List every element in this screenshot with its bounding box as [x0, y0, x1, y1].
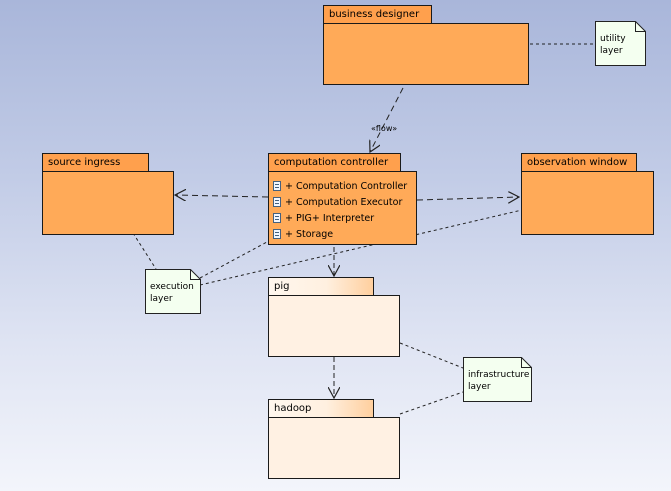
class-icon — [273, 181, 281, 191]
note-line: infrastructure — [468, 370, 530, 380]
member-name: Storage — [295, 228, 334, 240]
note-line: layer — [150, 294, 173, 304]
member-list: + Computation Controller + Computation E… — [273, 178, 407, 242]
class-icon — [273, 197, 281, 207]
member-visibility: + — [285, 180, 293, 192]
package-tab-label: computation controller — [268, 153, 401, 171]
dependency-controller-source-ingress[interactable] — [175, 195, 269, 197]
note-line: layer — [600, 46, 623, 56]
member-item[interactable]: + PIG+ Interpreter — [273, 210, 407, 226]
class-icon — [273, 213, 281, 223]
package-body — [42, 171, 174, 235]
note-text: execution layer — [150, 281, 230, 305]
note-anchor-execution-observation — [199, 209, 523, 286]
package-tab-label: observation window — [521, 153, 637, 171]
note-anchor-execution-source — [132, 232, 157, 270]
note-line: utility — [600, 34, 626, 44]
package-source-ingress[interactable]: source ingress — [42, 153, 174, 235]
package-pig[interactable]: pig — [268, 277, 400, 357]
note-text: utility layer — [600, 33, 671, 57]
member-name: Computation Executor — [295, 196, 403, 208]
member-name: Computation Controller — [295, 180, 408, 192]
package-body — [323, 23, 529, 85]
note-line: layer — [468, 382, 491, 392]
note-shape — [463, 357, 532, 402]
package-computation-controller[interactable]: computation controller + Computation Con… — [268, 153, 417, 245]
class-icon — [273, 229, 281, 239]
note-utility-layer[interactable]: utility layer — [595, 21, 646, 66]
member-name: PIG+ Interpreter — [295, 212, 375, 224]
member-item[interactable]: + Computation Controller — [273, 178, 407, 194]
note-shape — [595, 21, 646, 66]
package-observation-window[interactable]: observation window — [521, 153, 654, 235]
note-anchor-infrastructure-hadoop — [399, 391, 464, 415]
package-tab-label: source ingress — [42, 153, 149, 171]
package-body — [521, 171, 654, 235]
package-body — [268, 295, 400, 357]
member-visibility: + — [285, 228, 293, 240]
package-tab-label: hadoop — [268, 399, 374, 417]
package-hadoop[interactable]: hadoop — [268, 399, 400, 479]
note-shape — [145, 269, 201, 314]
package-body: + Computation Controller + Computation E… — [268, 171, 417, 245]
note-anchor-infrastructure-pig — [399, 342, 464, 369]
flow-stereotype-label: «flow» — [371, 124, 398, 133]
package-tab-label: business designer — [323, 5, 432, 23]
package-body — [268, 417, 400, 479]
note-line: execution — [150, 282, 194, 292]
note-text: infrastructure layer — [468, 369, 548, 393]
note-execution-layer[interactable]: execution layer — [145, 269, 201, 314]
package-tab-label: pig — [268, 277, 374, 295]
member-item[interactable]: + Computation Executor — [273, 194, 407, 210]
note-infrastructure-layer[interactable]: infrastructure layer — [463, 357, 532, 402]
member-visibility: + — [285, 196, 293, 208]
dependency-controller-observation-window[interactable] — [416, 197, 519, 200]
member-visibility: + — [285, 212, 293, 224]
member-item[interactable]: + Storage — [273, 226, 407, 242]
package-business-designer[interactable]: business designer — [323, 5, 529, 85]
flow-dependency-line[interactable] — [370, 87, 404, 152]
